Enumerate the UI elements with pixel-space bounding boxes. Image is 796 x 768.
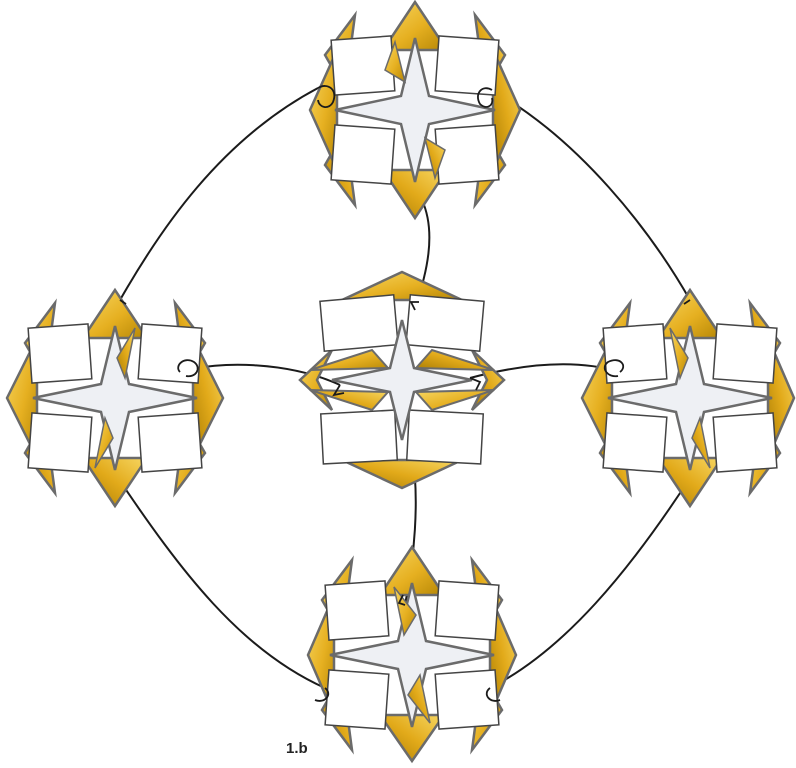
connector-left-bottom <box>118 478 325 688</box>
connector-right-bottom <box>490 478 690 688</box>
module-right <box>582 290 794 506</box>
connector-top-left <box>120 88 318 300</box>
connector-top-right <box>492 90 690 300</box>
figure-label: 1.b <box>286 740 308 757</box>
module-top <box>310 2 520 218</box>
module-left <box>7 290 223 506</box>
module-bottom <box>308 547 516 761</box>
